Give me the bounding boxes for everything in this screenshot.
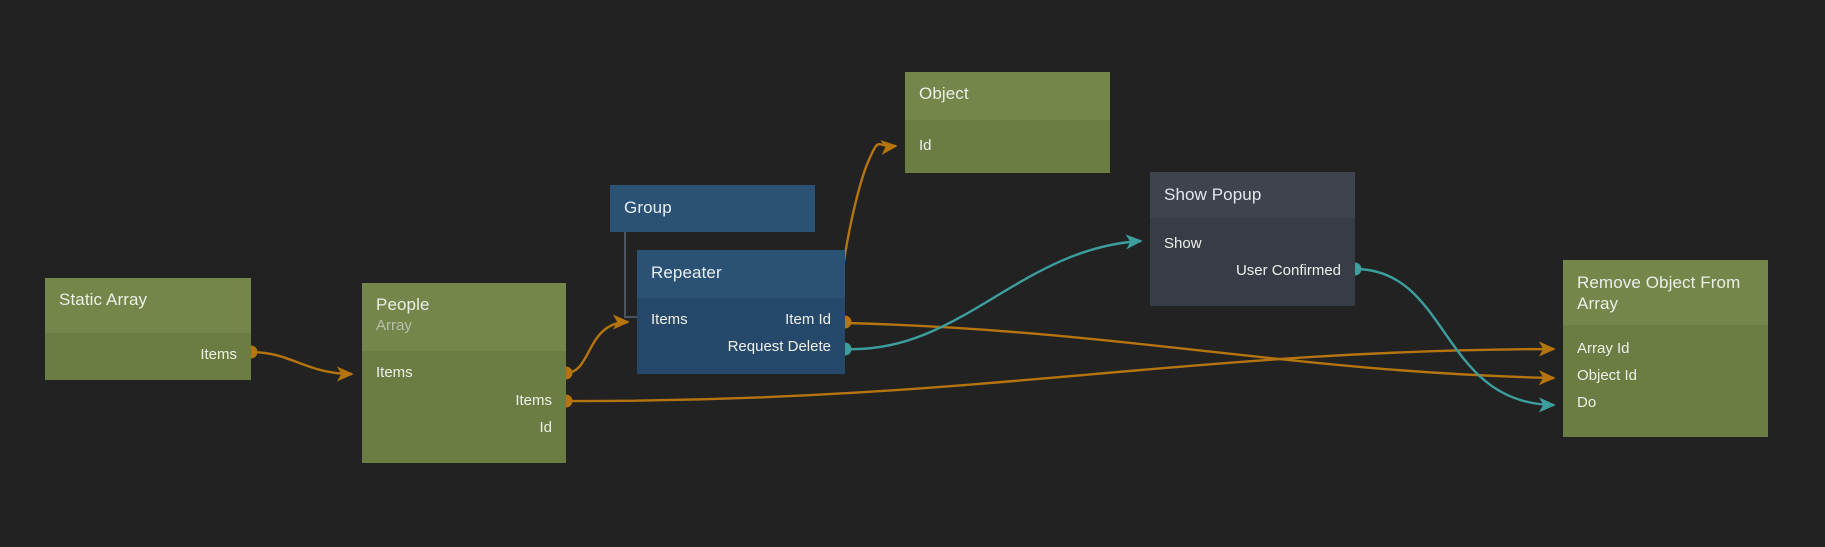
wire-repeater-itemid-to-remove-objectid [844, 321, 1556, 386]
node-header: Group [610, 185, 815, 232]
node-header: Repeater [637, 250, 845, 298]
node-title: Show Popup [1164, 185, 1262, 204]
node-remove-object-from-array[interactable]: Remove Object From Array Array Id Object… [1563, 260, 1768, 437]
input-port-id[interactable]: Id [905, 132, 1110, 159]
node-title: Object [919, 84, 969, 103]
node-body: Items Items Id [362, 351, 566, 463]
port-label: Object Id [1577, 367, 1638, 384]
output-port-user-confirmed[interactable]: User Confirmed [1150, 257, 1355, 284]
input-port-array-id[interactable]: Array Id [1563, 335, 1768, 362]
port-row-items-itemid: Items Item Id [637, 306, 845, 333]
port-label: Do [1577, 394, 1597, 411]
input-port-items[interactable]: Items [651, 311, 688, 328]
input-port-object-id[interactable]: Object Id [1563, 362, 1768, 389]
node-repeater[interactable]: Repeater Items Item Id Request Delete [637, 250, 845, 374]
output-port-item-id[interactable]: Item Id [785, 311, 831, 328]
wire-static-array-items-to-people-items [250, 350, 354, 382]
port-label: Items [515, 392, 552, 409]
output-port-request-delete[interactable]: Request Delete [637, 333, 845, 360]
node-show-popup[interactable]: Show Popup Show User Confirmed [1150, 172, 1355, 306]
port-label: Id [539, 419, 552, 436]
node-title: People [376, 295, 430, 314]
node-body: Show User Confirmed [1150, 218, 1355, 306]
node-object[interactable]: Object Id [905, 72, 1110, 173]
node-title: Repeater [651, 263, 722, 282]
wire-repeater-requestdelete-to-showpopup-show [844, 234, 1143, 351]
port-label: Request Delete [727, 338, 831, 355]
node-header: Object [905, 72, 1110, 120]
port-label: User Confirmed [1235, 262, 1341, 279]
port-label: Items [200, 346, 237, 363]
port-label: Show [1164, 235, 1202, 252]
node-header: People Array [362, 283, 566, 351]
output-port-items[interactable]: Items [362, 387, 566, 414]
port-label: Id [919, 137, 932, 154]
node-group[interactable]: Group [610, 185, 815, 232]
node-title: Group [624, 198, 672, 217]
node-body: Items Item Id Request Delete [637, 298, 845, 374]
node-body: Items [45, 333, 251, 380]
node-header: Static Array [45, 278, 251, 333]
output-port-id[interactable]: Id [362, 414, 566, 441]
node-static-array[interactable]: Static Array Items [45, 278, 251, 380]
wire-showpopup-userconfirmed-to-remove-do [1354, 267, 1556, 413]
node-header: Show Popup [1150, 172, 1355, 218]
port-label: Items [376, 364, 413, 381]
input-port-do[interactable]: Do [1563, 389, 1768, 416]
output-port-items[interactable]: Items [45, 341, 251, 368]
node-subtitle: Array [376, 317, 412, 334]
node-title: Static Array [59, 290, 148, 309]
node-body: Id [905, 120, 1110, 173]
node-people[interactable]: People Array Items Items Id [362, 283, 566, 463]
wire-people-items-to-repeater-items [565, 314, 630, 375]
node-body: Array Id Object Id Do [1563, 325, 1768, 437]
port-label: Array Id [1577, 340, 1630, 357]
node-title: Remove Object From Array [1577, 273, 1741, 313]
group-nesting-bracket [624, 232, 642, 318]
input-port-items[interactable]: Items [362, 359, 566, 386]
wire-repeater-itemid-to-object-id [838, 139, 898, 324]
node-header: Remove Object From Array [1563, 260, 1768, 325]
input-port-show[interactable]: Show [1150, 230, 1355, 257]
